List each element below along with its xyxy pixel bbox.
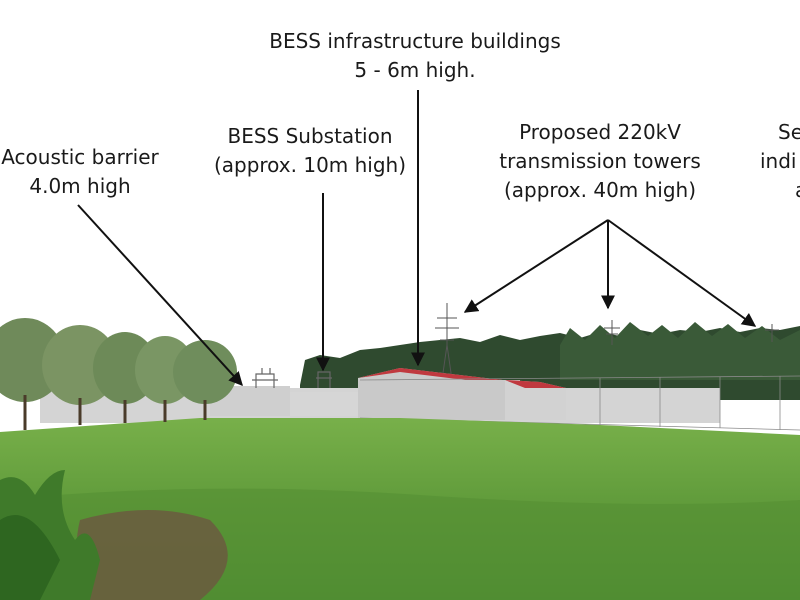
label-acoustic-line1: Acoustic barrier bbox=[1, 145, 159, 169]
label-cutoff-line1: Se bbox=[778, 120, 800, 144]
dirt-ditch bbox=[76, 510, 228, 600]
label-cutoff-line3: a bbox=[740, 176, 800, 205]
substation-gantry bbox=[252, 368, 332, 388]
label-towers-line3: (approx. 40m high) bbox=[503, 178, 697, 202]
label-towers-line2: transmission towers bbox=[499, 149, 701, 173]
label-transmission-towers: Proposed 220kV transmission towers (appr… bbox=[470, 118, 730, 205]
tree-row bbox=[0, 318, 237, 430]
label-substation: BESS Substation (approx. 10m high) bbox=[200, 122, 420, 180]
label-substation-line1: BESS Substation bbox=[227, 124, 393, 148]
annotation-arrows bbox=[77, 90, 757, 387]
label-substation-line2: (approx. 10m high) bbox=[213, 153, 407, 177]
bess-building-small bbox=[505, 380, 566, 420]
arrow-tower-left bbox=[463, 219, 609, 313]
flax-plant bbox=[0, 470, 100, 600]
label-acoustic-line2: 4.0m high bbox=[29, 174, 131, 198]
label-cutoff-right: Se indi a bbox=[740, 118, 800, 205]
label-acoustic-barrier: Acoustic barrier 4.0m high bbox=[0, 143, 180, 201]
bess-building-large bbox=[358, 368, 520, 420]
transmission-tower-right bbox=[765, 324, 779, 342]
transmission-tower-middle bbox=[604, 320, 620, 345]
label-towers-line1: Proposed 220kV bbox=[519, 120, 681, 144]
label-cutoff-line2: indi bbox=[760, 149, 797, 173]
arrow-acoustic-barrier bbox=[77, 204, 243, 387]
label-bess-buildings-line1: BESS infrastructure buildings bbox=[269, 29, 561, 53]
arrow-tower-right bbox=[607, 219, 757, 327]
label-bess-buildings-line2: 5 - 6m high. bbox=[354, 58, 476, 82]
transmission-tower-left bbox=[435, 303, 459, 381]
label-bess-buildings: BESS infrastructure buildings 5 - 6m hig… bbox=[240, 27, 590, 85]
